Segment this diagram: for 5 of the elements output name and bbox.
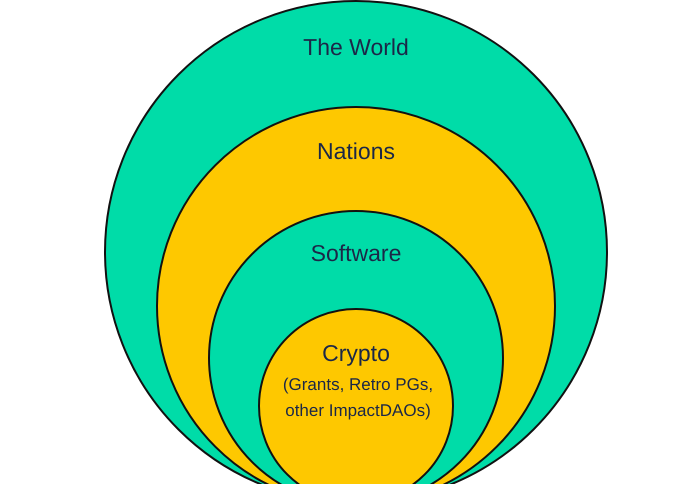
circle-label: Nations bbox=[316, 138, 396, 164]
circle-label: The World bbox=[302, 34, 410, 60]
circle-label: Software bbox=[310, 240, 402, 266]
circle-description: (Grants, Retro PGs, other ImpactDAOs) bbox=[282, 374, 434, 422]
circle-label: Crypto bbox=[321, 340, 391, 366]
